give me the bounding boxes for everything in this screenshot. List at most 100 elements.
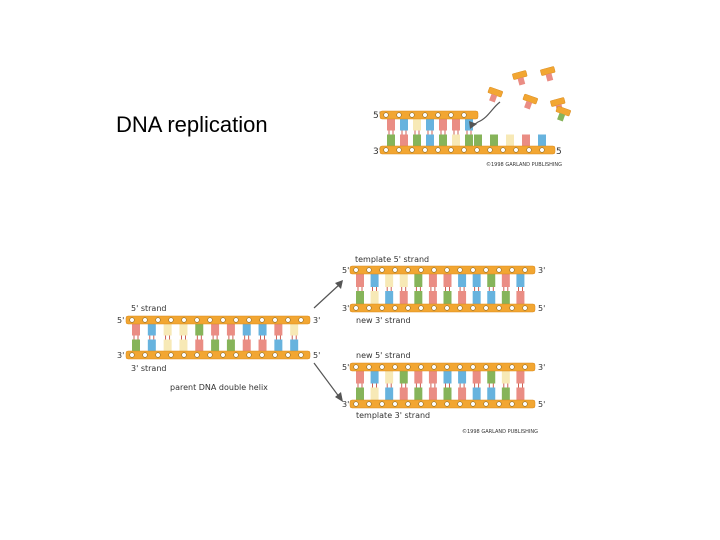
incoming-nucleotide-arrow [471,101,501,127]
phosphate-group [353,401,359,407]
phosphate-group [220,352,226,358]
phosphate-group [285,352,291,358]
nucleotide-base [517,77,526,86]
phosphate-group [522,305,528,311]
base-blue [538,134,546,146]
base-green [387,134,395,146]
phosphate-group [522,267,528,273]
phosphate-group [272,317,278,323]
base-cream [452,134,460,146]
phosphate-group [409,147,415,153]
phosphate-group [383,147,389,153]
top-end-5-right: 5 [556,147,562,157]
base-pink [428,291,437,304]
base-pink [452,119,460,131]
phosphate-group [259,352,265,358]
phosphate-group [470,401,476,407]
base-green [501,291,510,304]
base-green [490,134,498,146]
phosphate-group [444,305,450,311]
base-blue [370,274,379,287]
phosphate-group [444,364,450,370]
base-pink [516,371,525,384]
parent-backbones [125,315,311,360]
phosphate-group [418,267,424,273]
base-pink [472,371,481,384]
phosphate-group [470,364,476,370]
phosphate-group [496,364,502,370]
phosphate-group [405,364,411,370]
base-cream [506,134,514,146]
daughter1-label-bottom: new 3' strand [356,316,411,325]
nucleotide-base [557,112,566,122]
top-panel-bases [387,119,546,146]
daughter1-label-top: template 5' strand [355,255,429,264]
phosphate-group [422,147,428,153]
base-green [356,387,364,400]
phosphate-group [444,401,450,407]
base-pink [226,324,235,336]
phosphate-group [474,147,480,153]
base-pink [242,339,251,351]
phosphate-group [379,305,385,311]
phosphate-group [509,401,515,407]
phosphate-group [483,364,489,370]
base-pink [428,371,437,384]
base-pink [399,291,408,304]
parent-label-top: 5' strand [131,304,166,313]
base-blue [370,371,379,384]
daughter1-end-tr: 3' [538,266,545,275]
parent-end-br: 5' [313,351,320,360]
phosphate-group [418,401,424,407]
phosphate-group [431,401,437,407]
phosphate-group [435,147,441,153]
daughter2-end-tl: 5' [342,363,349,372]
base-cream [179,324,188,336]
phosphate-group [272,352,278,358]
backbone-bottom [349,399,536,409]
phosphate-group [500,147,506,153]
base-pink [195,339,204,351]
base-pink [211,324,220,336]
base-pink [443,274,452,287]
parent-end-tr: 3' [313,316,320,325]
nucleotide-base [489,93,498,103]
top-panel: 5' 3' 3' 5 ©1998 GARLAND PUBLISHING [373,66,571,168]
base-blue [465,119,473,131]
phosphate-group [461,112,467,118]
base-green [132,339,140,351]
backbone-bottom [125,350,311,360]
phosphate-group [461,147,467,153]
phosphate-group [181,352,187,358]
free-nucleotide [512,70,528,86]
parent-helix: 5' strand 5' 3' 3' 5' 3' strand parent D… [117,304,320,392]
daughter2-label-bottom: template 3' strand [356,411,430,420]
base-pink [399,387,408,400]
phosphate-group [207,317,213,323]
base-pink [387,119,395,131]
phosphate-group [129,317,135,323]
phosphate-group [409,112,415,118]
phosphate-group [392,305,398,311]
base-cream [399,274,408,287]
phosphate-group [142,317,148,323]
base-pink [132,324,140,336]
base-pink [458,291,467,304]
daughter1-end-tl: 5' [342,266,349,275]
phosphate-group [457,267,463,273]
phosphate-group [509,364,515,370]
backbone-top [125,315,311,325]
nucleotide-sugar [522,93,538,105]
base-green [226,339,235,351]
base-green [501,387,510,400]
phosphate-group [522,401,528,407]
base-cream [385,371,394,384]
base-green [439,134,447,146]
phosphate-group [457,305,463,311]
base-blue [147,324,156,336]
base-green [443,387,452,400]
nucleotide-base [524,100,533,110]
base-pink [274,324,283,336]
base-green [195,324,204,336]
arrow-to-daughter-1 [313,283,341,309]
